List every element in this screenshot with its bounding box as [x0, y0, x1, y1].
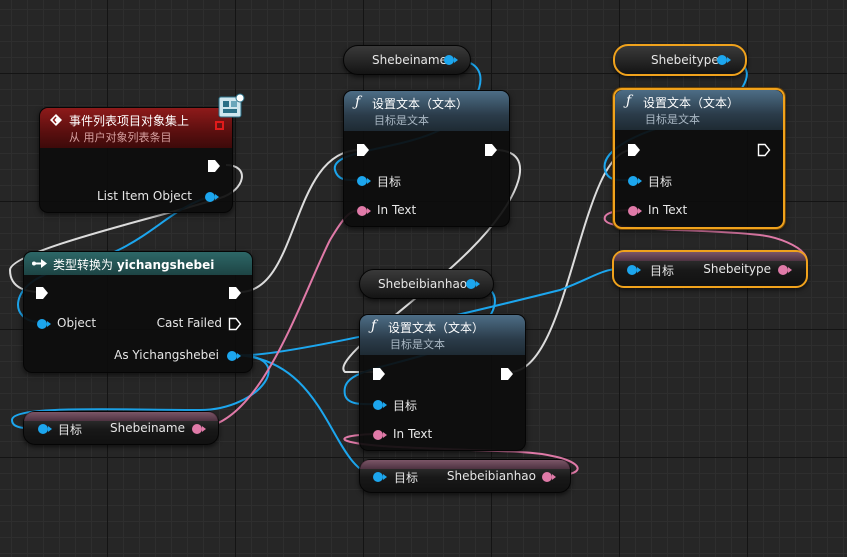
- event-list-item-object-label: List Item Object: [96, 189, 192, 203]
- get-shebeiname-out-pin[interactable]: [444, 55, 458, 65]
- set-text-3-target-label: 目标: [648, 175, 673, 189]
- set-text-node-1[interactable]: ƒ 设置文本（文本） 目标是文本 目标 In Text: [343, 90, 510, 227]
- cast-node-header: 类型转换为 yichangshebei: [24, 252, 252, 275]
- event-list-item-object-pin[interactable]: [205, 192, 219, 202]
- cast-node-title-prefix: 类型转换为: [53, 258, 117, 272]
- set-text-1-in-text-label: In Text: [377, 203, 417, 217]
- event-exec-out-pin[interactable]: [207, 159, 221, 173]
- prop-shebeitype-target-pin[interactable]: [627, 265, 641, 275]
- set-text-1-exec-in-pin[interactable]: [356, 143, 370, 157]
- delegate-pin-icon[interactable]: [215, 121, 224, 130]
- set-text-2-header: ƒ 设置文本（文本） 目标是文本: [360, 315, 525, 355]
- set-text-1-header: ƒ 设置文本（文本） 目标是文本: [344, 91, 509, 131]
- cast-to-yichangshebei-node[interactable]: 类型转换为 yichangshebei Object Cast Failed A…: [23, 251, 253, 373]
- prop-shebeibianhao-target-label: 目标: [394, 471, 419, 485]
- cast-failed-label: Cast Failed: [156, 316, 222, 330]
- prop-shebeiname-out-pin[interactable]: [192, 424, 206, 434]
- event-node-title: 事件列表项目对象集上: [69, 114, 190, 128]
- set-text-3-exec-in-pin[interactable]: [627, 143, 641, 157]
- set-text-2-exec-out-pin[interactable]: [500, 367, 514, 381]
- prop-shebeiname-value-label: Shebeiname: [110, 421, 185, 435]
- get-shebeiname-node[interactable]: Shebeiname: [343, 45, 471, 75]
- get-shebeibianhao-label: Shebeibianhao: [378, 277, 468, 291]
- set-text-1-title: 设置文本（文本）: [372, 97, 469, 111]
- set-text-3-header: ƒ 设置文本（文本） 目标是文本: [615, 90, 783, 130]
- event-node-subtitle: 从 用户对象列表条目: [69, 131, 172, 144]
- exec-wire-cast-to-settext1: [239, 149, 361, 293]
- prop-shebeibianhao-node[interactable]: 目标 Shebeibianhao: [359, 459, 571, 493]
- prop-shebeiname-node[interactable]: 目标 Shebeiname: [23, 411, 219, 445]
- cast-as-yichangshebei-pin[interactable]: [227, 351, 241, 361]
- set-text-3-title: 设置文本（文本）: [643, 96, 740, 110]
- prop-shebeibianhao-target-pin[interactable]: [373, 472, 387, 482]
- event-diamond-icon: [50, 114, 62, 126]
- function-icon: ƒ: [626, 93, 632, 109]
- prop-shebeiname-target-label: 目标: [58, 423, 83, 437]
- set-text-3-exec-out-pin[interactable]: [757, 143, 771, 157]
- set-text-1-exec-out-pin[interactable]: [484, 143, 498, 157]
- get-shebeibianhao-out-pin[interactable]: [466, 279, 480, 289]
- cast-as-yichangshebei-label: As Yichangshebei: [114, 348, 219, 362]
- set-text-node-3[interactable]: ƒ 设置文本（文本） 目标是文本 目标 In Text: [613, 88, 785, 229]
- object-wire-cast-to-prop2: [235, 354, 377, 477]
- cast-node-title-class: yichangshebei: [116, 258, 215, 272]
- prop-shebeitype-out-pin[interactable]: [778, 265, 792, 275]
- set-text-2-target-label: 目标: [393, 399, 418, 413]
- set-text-1-target-label: 目标: [377, 175, 402, 189]
- set-text-2-subtitle: 目标是文本: [390, 338, 445, 351]
- set-text-3-subtitle: 目标是文本: [645, 113, 700, 126]
- prop-shebeiname-target-pin[interactable]: [38, 424, 52, 434]
- set-text-1-subtitle: 目标是文本: [374, 114, 429, 127]
- function-icon: ƒ: [355, 94, 361, 110]
- set-text-2-in-text-pin[interactable]: [373, 430, 387, 440]
- set-text-1-in-text-pin[interactable]: [357, 206, 371, 216]
- set-text-3-target-pin[interactable]: [628, 176, 642, 186]
- prop-shebeitype-node[interactable]: 目标 Shebeitype: [612, 250, 808, 288]
- get-shebeiname-label: Shebeiname: [372, 53, 447, 67]
- prop-shebeibianhao-value-label: Shebeibianhao: [446, 469, 536, 483]
- cast-exec-out-pin[interactable]: [228, 286, 242, 300]
- get-shebeitype-node[interactable]: Shebeitype: [613, 44, 747, 76]
- prop-shebeitype-target-label: 目标: [650, 264, 675, 278]
- set-text-node-2[interactable]: ƒ 设置文本（文本） 目标是文本 目标 In Text: [359, 314, 526, 451]
- cast-exec-in-pin[interactable]: [35, 286, 49, 300]
- prop-shebeitype-value-label: Shebeitype: [703, 262, 771, 276]
- get-shebeitype-label: Shebeitype: [651, 53, 719, 67]
- set-text-2-target-pin[interactable]: [373, 400, 387, 410]
- cast-object-label: Object: [57, 316, 97, 330]
- event-node-on-list-item-object-set[interactable]: 事件列表项目对象集上 从 用户对象列表条目 List Item Object: [39, 93, 245, 213]
- get-shebeitype-out-pin[interactable]: [717, 55, 731, 65]
- set-text-3-in-text-pin[interactable]: [628, 206, 642, 216]
- cast-arrow-icon: [32, 259, 47, 268]
- get-shebeibianhao-node[interactable]: Shebeibianhao: [359, 269, 494, 299]
- cast-object-in-pin[interactable]: [37, 319, 51, 329]
- set-text-2-exec-in-pin[interactable]: [372, 367, 386, 381]
- event-node-header: 事件列表项目对象集上 从 用户对象列表条目: [40, 108, 232, 148]
- cast-failed-exec-pin[interactable]: [228, 317, 242, 331]
- function-icon: ƒ: [371, 318, 377, 334]
- blueprint-widget-icon: [218, 93, 245, 118]
- set-text-2-title: 设置文本（文本）: [388, 321, 485, 335]
- prop-shebeibianhao-out-pin[interactable]: [542, 472, 556, 482]
- set-text-3-in-text-label: In Text: [648, 203, 688, 217]
- set-text-1-target-pin[interactable]: [357, 176, 371, 186]
- set-text-2-in-text-label: In Text: [393, 427, 433, 441]
